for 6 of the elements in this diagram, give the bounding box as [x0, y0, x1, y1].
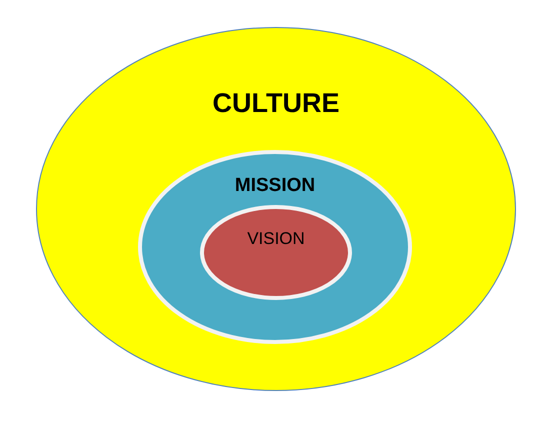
middle-ellipse: [138, 150, 412, 344]
ellipse-label: CULTURE: [212, 89, 340, 118]
ellipse-label: MISSION: [234, 175, 316, 196]
ellipse-label: VISION: [247, 229, 305, 248]
outer-ellipse: [36, 27, 516, 391]
inner-ellipse: [200, 205, 352, 300]
